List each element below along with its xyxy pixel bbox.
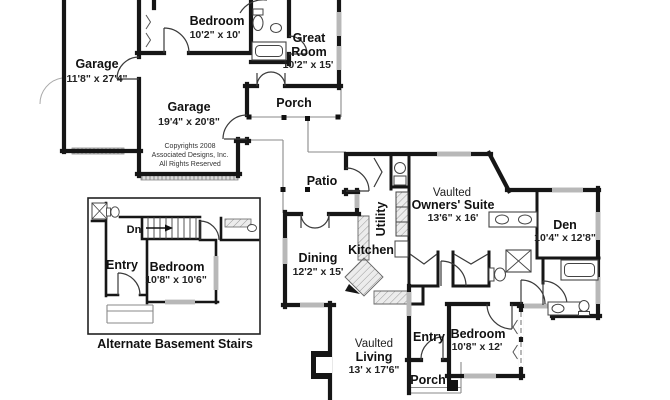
window-chevrons (145, 14, 518, 360)
suite-toilet-icon (488, 267, 506, 282)
labels: Garage 11'8" x 27'4" Bedroom 10'2" x 10'… (66, 14, 595, 387)
inset-shelf-counter (224, 218, 252, 228)
kitchen-counters (224, 215, 409, 305)
bath2-toilet-icon (578, 300, 590, 316)
exterior-door-arc-decor (39, 77, 63, 105)
owners-suite-prefix: Vaulted (433, 187, 471, 199)
bifold-doors (373, 157, 489, 265)
counter-corner-wedge (345, 284, 360, 294)
porch-upper-label: Porch (276, 96, 311, 110)
garage-main-dims: 19'4" x 20'8" (158, 116, 220, 128)
arrow-head (165, 224, 173, 232)
copyright-line-3: All Rights Reserved (159, 161, 221, 168)
linen-closet-icon (505, 249, 532, 273)
kitchen-label: Kitchen (348, 243, 394, 257)
patio-label: Patio (307, 174, 338, 188)
utility-label: Utility (374, 202, 388, 237)
windows (165, 12, 601, 379)
living-label: Living (356, 350, 393, 364)
inset-caption: Alternate Basement Stairs (97, 337, 253, 351)
owners-suite-label: Owners' Suite (412, 198, 495, 212)
fixtures (91, 8, 599, 379)
inset-shower-icon (91, 202, 108, 220)
copyright-line-2: Associated Designs, Inc. (152, 152, 229, 159)
inset-border (87, 197, 261, 335)
den-dims: 10'4" x 12'8" (534, 232, 596, 244)
porch-patio-lines (106, 86, 462, 394)
garage-main-label: Garage (167, 100, 210, 114)
owners-suite-dims: 13'6" x 16' (428, 212, 479, 224)
bedroom-upper-dims: 10'2" x 10' (190, 29, 241, 41)
bedroom-main-east-windows (145, 14, 524, 367)
great-room-label-1: Great (293, 31, 326, 45)
inset-walls (90, 201, 260, 305)
washer-dryer-icon (395, 191, 409, 237)
bath2-tub-icon (560, 259, 599, 281)
bedroom-upper-label: Bedroom (190, 14, 245, 28)
copyright-line-1: Copyrights 2008 (165, 143, 216, 150)
sink-icon (270, 23, 282, 33)
double-vanity-icon (488, 211, 538, 228)
inset-bedroom-label: Bedroom (150, 260, 205, 274)
dining-label: Dining (299, 251, 338, 265)
fireplace-icon (311, 351, 332, 379)
bedroom-main-dims: 10'8" x 12' (452, 341, 503, 353)
bathtub-icon (251, 41, 287, 61)
porch-main-label: Porch (410, 373, 445, 387)
walls-upper-building (59, 0, 344, 179)
living-prefix: Vaulted (355, 338, 393, 350)
water-heater-icon (393, 162, 407, 186)
bedroom-main-label: Bedroom (451, 327, 506, 341)
site-lines (39, 77, 462, 394)
inset-sink-icon (247, 224, 257, 232)
inset-bedroom-dims: 10'8" x 10'6" (145, 274, 207, 286)
door-swings (116, 0, 568, 361)
garage-left-dims: 11'8" x 27'4" (66, 73, 127, 85)
great-room-label-2: Room (291, 45, 326, 59)
great-room-dims: 10'2" x 15' (283, 59, 334, 71)
down-arrow-icon (146, 224, 173, 232)
den-label: Den (553, 218, 577, 232)
living-dims: 13' x 17'6" (349, 364, 400, 376)
dining-dims: 12'2" x 15' (293, 266, 344, 278)
entry-main-label: Entry (413, 330, 445, 344)
toilet-icon (252, 8, 282, 33)
bath2-vanity-icon (547, 301, 581, 316)
window-fill (518, 312, 524, 367)
garage-left-label: Garage (75, 57, 118, 71)
inset-toilet-icon (106, 206, 120, 218)
inset-dn-label: Dn (127, 224, 142, 236)
refrigerator-icon (394, 240, 409, 258)
inset-entry-label: Entry (106, 258, 138, 272)
